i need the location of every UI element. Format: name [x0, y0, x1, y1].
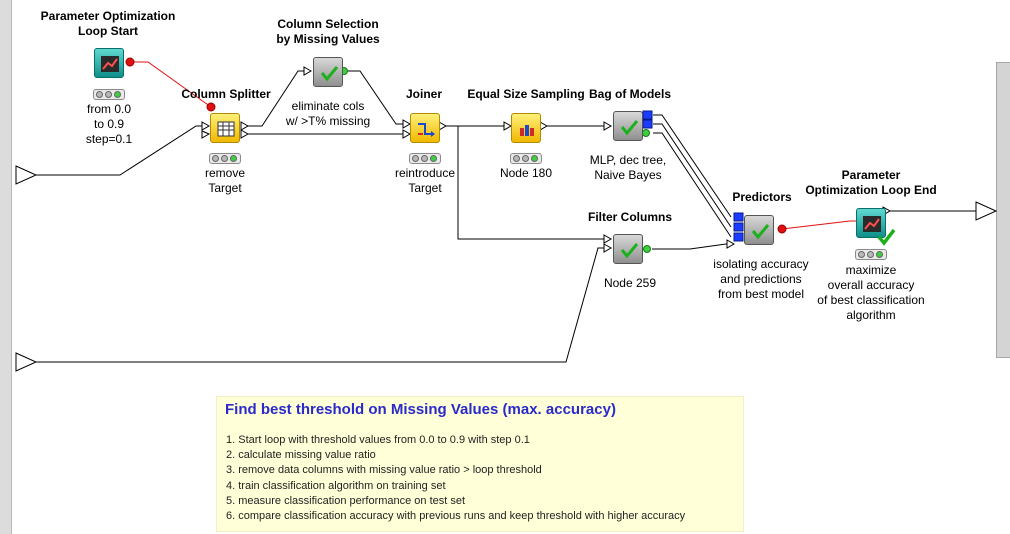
checkmark-icon [320, 66, 339, 82]
checkmark-icon [751, 224, 770, 240]
flowvar-predictors-loopend [781, 220, 856, 230]
node-title-filter-columns: Filter Columns [587, 210, 672, 224]
flowvar-loopstart-splitter [134, 61, 212, 108]
node-bag-of-models[interactable] [613, 111, 643, 141]
workflow-input-port-1 [15, 165, 38, 185]
node-title-column-splitter: Column Splitter [181, 87, 271, 101]
loop-end-icon [863, 216, 881, 232]
node-status-equal-size-sampling [510, 153, 542, 164]
node-column-selection[interactable] [313, 57, 343, 87]
workflow-output-port [975, 201, 998, 221]
annotation-step: 4. train classification algorithm on tra… [226, 479, 446, 492]
connection-bag-predictors-2 [653, 123, 732, 228]
executed-check-icon [877, 228, 896, 246]
node-predictors[interactable] [744, 215, 774, 245]
node-title-equal-size-sampling: Equal Size Sampling [467, 87, 585, 101]
node-title-joiner: Joiner [405, 87, 442, 101]
connection-splitter-selection [241, 70, 304, 127]
node-equal-size-sampling[interactable] [511, 113, 541, 143]
node-caption-bag-of-models: MLP, dec tree,Naive Bayes [589, 153, 667, 182]
node-title-bag-of-models: Bag of Models [588, 87, 671, 101]
node-title-predictors: Predictors [732, 190, 792, 204]
sampling-icon [520, 125, 534, 136]
annotation-step: 5. measure classification performance on… [226, 494, 466, 507]
annotation-step: 6. compare classification accuracy with … [226, 510, 686, 523]
node-loop-start[interactable] [94, 48, 124, 78]
connection-filter-predictors [652, 243, 731, 250]
annotation-step: 3. remove data columns with missing valu… [226, 464, 542, 477]
node-filter-columns[interactable] [613, 234, 643, 264]
column-splitter-icon [217, 121, 235, 137]
checkmark-icon [620, 243, 639, 259]
node-loop-end[interactable] [856, 208, 886, 238]
node-column-splitter[interactable] [210, 113, 240, 143]
workflow-input-port-2 [15, 352, 38, 372]
node-caption-equal-size-sampling: Node 180 [499, 166, 553, 180]
connection-input2-filter [36, 247, 604, 363]
node-joiner[interactable] [410, 113, 440, 143]
node-caption-filter-columns: Node 259 [603, 276, 657, 290]
node-status-loop-end [855, 249, 887, 260]
annotation-step: 1. Start loop with threshold values from… [226, 434, 530, 446]
connection-joiner-filter [446, 125, 604, 240]
loop-start-icon [101, 56, 119, 72]
annotation-steps: 1. Start loop with threshold values from… [226, 433, 685, 524]
joiner-icon [418, 123, 435, 137]
workflow-input-bar [0, 0, 12, 534]
node-status-loop-start [93, 89, 125, 100]
node-status-column-splitter [209, 153, 241, 164]
connection-input1-splitter [36, 125, 202, 176]
checkmark-icon [620, 120, 639, 136]
workflow-output-bar [996, 62, 1010, 358]
annotation-title: Find best threshold on Missing Values (m… [225, 401, 616, 418]
connection-selection-joiner [348, 70, 403, 125]
node-status-joiner [409, 153, 441, 164]
workflow-annotation[interactable]: Find best threshold on Missing Values (m… [216, 396, 744, 532]
connection-bag-predictors-1 [653, 114, 732, 218]
annotation-step: 2. calculate missing value ratio [226, 449, 376, 462]
connection-bag-predictors-3 [653, 132, 732, 238]
